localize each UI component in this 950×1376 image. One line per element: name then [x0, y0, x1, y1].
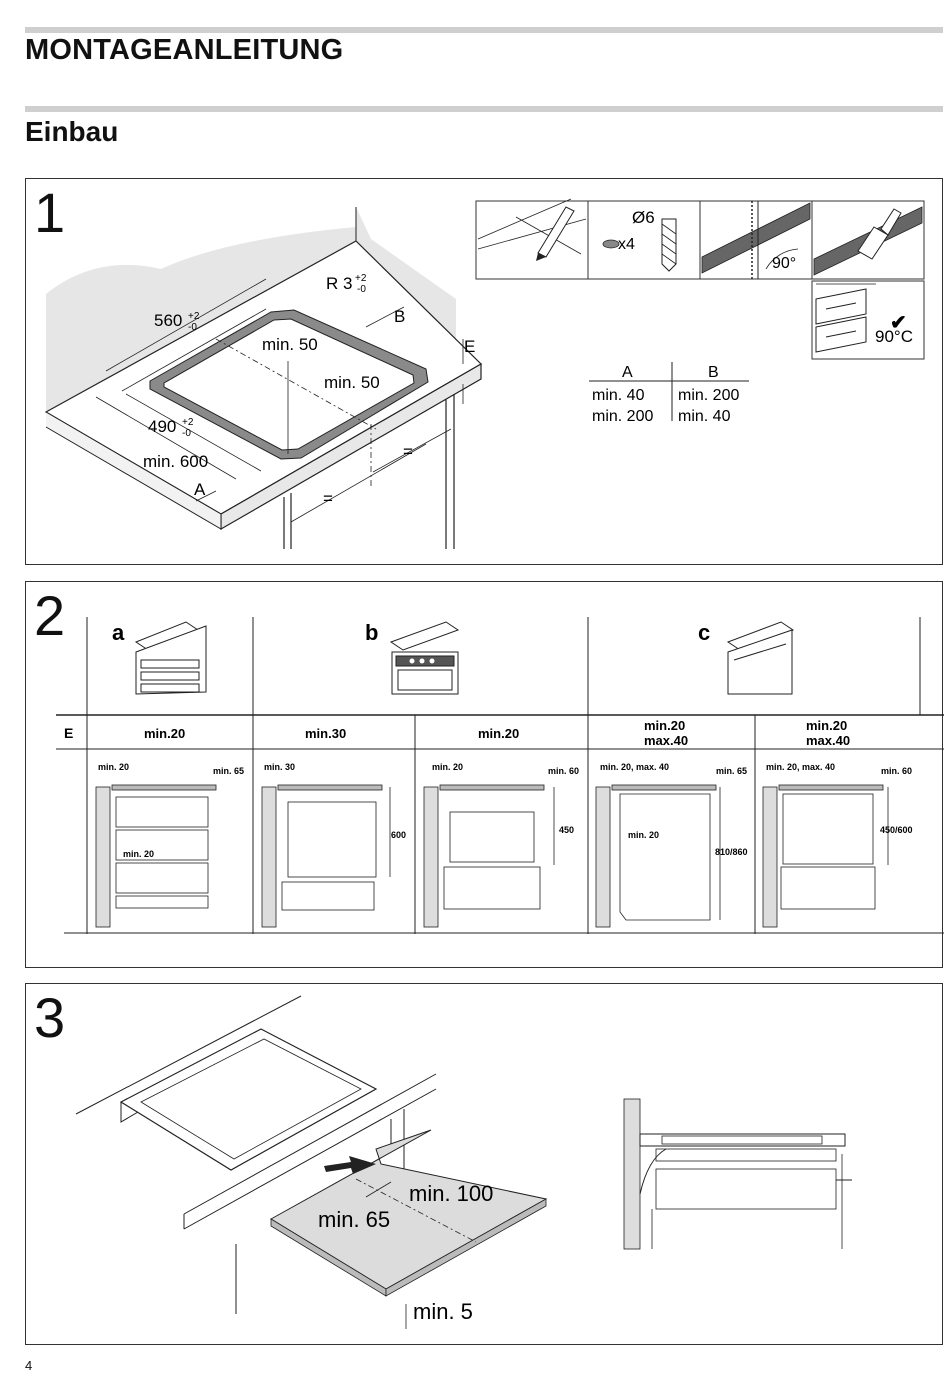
equal-sign-1: = [403, 442, 413, 461]
e-value: max.40 [806, 733, 850, 748]
saw-icon: 90° [701, 201, 811, 279]
height-label: 810/860 [715, 847, 748, 857]
clearance-label: min. 20 [432, 762, 463, 772]
section-oven-600: min. 30 600 [261, 762, 406, 928]
clearance-label: min. 20, max. 40 [766, 762, 835, 772]
clearance-label: min. 65 [213, 766, 244, 776]
e-value: min.20 [806, 718, 847, 733]
variant-b-label: b [365, 620, 378, 645]
drawer-heat-icon: ✔ 90°C [815, 283, 913, 353]
brush-icon [813, 206, 923, 276]
min100-label: min. 100 [409, 1181, 493, 1206]
clearance-label: min. 60 [881, 766, 912, 776]
clearance-label: min. 60 [548, 766, 579, 776]
dim-width-label: 560 [154, 311, 182, 330]
arrow-icon [324, 1156, 376, 1174]
angle-label: 90° [772, 255, 796, 272]
ab-table: A B min. 40 min. 200 min. 200 min. 40 [589, 362, 749, 425]
dim-depth-tol-plus: +2 [182, 417, 194, 428]
dim-depth-tol-minus: -0 [182, 428, 191, 439]
page-number: 4 [25, 1358, 33, 1373]
cutout-diagram: 560 +2 -0 R 3 +2 -0 min. 50 min. 50 490 … [44, 198, 925, 549]
table-cell: min. 200 [592, 408, 653, 425]
e-value: min.20 [644, 718, 685, 733]
e-row-label: E [64, 725, 73, 741]
min50-right-label: min. 50 [324, 373, 380, 392]
step-2-number: 2 [34, 584, 66, 647]
cabinet-variants-diagram: a b c E min.20 min.30 min.20 min.20 [56, 617, 944, 934]
dim-width-tol-minus: -0 [188, 322, 197, 333]
step-2-panel: 2 a b c [25, 581, 944, 968]
e-value: min.20 [478, 726, 519, 741]
table-header-a: A [622, 364, 633, 381]
table-cell: min. 200 [678, 387, 739, 404]
section-title: Einbau [25, 116, 119, 147]
dim-radius-label: R 3 [326, 274, 352, 293]
section-oven-450: min. 20 min. 60 450 [423, 762, 579, 928]
top-rule [25, 27, 943, 33]
dim-radius-tol-minus: -0 [357, 284, 366, 295]
shelf-board [270, 1129, 548, 1290]
thumbnail-oven [389, 621, 460, 695]
drill-bit-icon: Ø6 x4 [602, 208, 677, 272]
step-1-number: 1 [34, 181, 66, 244]
e-value: min.20 [144, 726, 185, 741]
height-label: 450/600 [880, 825, 913, 835]
variant-c-label: c [698, 620, 710, 645]
table-cell: min. 40 [678, 408, 731, 425]
e-value: min.30 [305, 726, 346, 741]
clearance-label: min. 20 [628, 830, 659, 840]
cutout-opening [163, 318, 415, 451]
thumbnail-dishwasher [726, 621, 795, 695]
dim-depth-label: 490 [148, 417, 176, 436]
label-b: B [394, 307, 405, 326]
height-label: 450 [559, 825, 574, 835]
clearance-label: min. 20 [123, 849, 154, 859]
drill-size-label: Ø6 [632, 208, 655, 227]
ventilation-diagram: min. 100 min. 65 min. 5 [75, 995, 852, 1329]
page-title: MONTAGEANLEITUNG [25, 34, 344, 66]
step-3-number: 3 [34, 986, 66, 1049]
height-label: 600 [391, 830, 406, 840]
section-drawer-450-600: min. 20, max. 40 min. 60 450/600 [762, 762, 913, 928]
checkmark-icon: ✔ [890, 312, 907, 334]
countertop-left-edge [45, 411, 222, 530]
tool-steps-strip: Ø6 x4 90° [475, 198, 925, 360]
side-section-view [623, 1098, 852, 1250]
min65-label: min. 65 [318, 1207, 390, 1232]
step-3-panel: 3 min. 100 min. 65 min. 5 [25, 983, 943, 1345]
pencil-icon [477, 198, 587, 261]
label-e: E [464, 337, 475, 356]
clearance-label: min. 30 [264, 762, 295, 772]
dowel-count-label: x4 [618, 236, 635, 253]
min5-label: min. 5 [413, 1299, 473, 1324]
section-dishwasher: min. 20, max. 40 min. 65 min. 20 810/860 [595, 762, 748, 928]
min50-back-label: min. 50 [262, 335, 318, 354]
thumbnail-drawers [134, 621, 207, 695]
clearance-label: min. 20, max. 40 [600, 762, 669, 772]
table-cell: min. 40 [592, 387, 645, 404]
section-rule [25, 106, 943, 112]
section-drawers: min. 20 min. 65 min. 20 [95, 762, 244, 928]
e-value: max.40 [644, 733, 688, 748]
dim-width-tol-plus: +2 [188, 311, 200, 322]
equal-sign-2: = [323, 489, 333, 508]
min600-label: min. 600 [143, 452, 208, 471]
label-a: A [194, 480, 206, 499]
step-1-panel: 1 560 +2 -0 R 3 [25, 178, 943, 565]
temp-label: 90°C [875, 327, 913, 346]
table-header-b: B [708, 364, 719, 381]
dim-radius-tol-plus: +2 [355, 273, 367, 284]
clearance-label: min. 20 [98, 762, 129, 772]
clearance-label: min. 65 [716, 766, 747, 776]
variant-a-label: a [112, 620, 125, 645]
